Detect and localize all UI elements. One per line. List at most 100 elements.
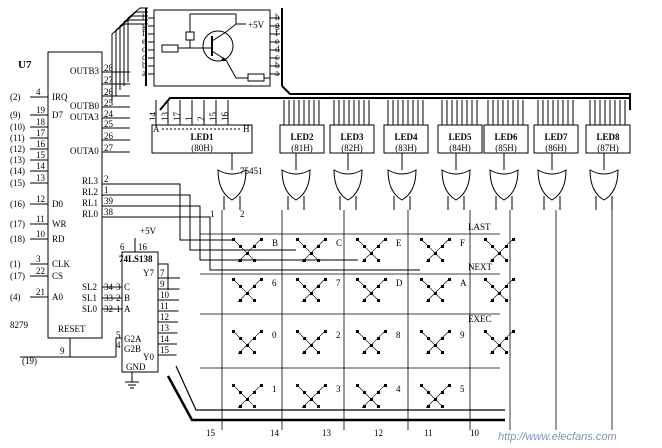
u7-rl-pin: 2 [104,174,109,184]
driver-seg-letter: c [275,52,279,62]
driver-gate [281,169,311,201]
led1-seg-a: A [153,124,160,134]
driver-seg-letter: c [142,52,146,62]
led-address: (86H) [545,143,567,153]
led-name: LED5 [448,132,472,142]
u7-pin-name: A0 [52,292,63,302]
led-7: LED7(86H) [533,100,579,210]
led-3: LED3(82H) [329,100,375,210]
driver-gate [489,169,519,201]
led-4: LED4(83H) [383,100,429,210]
led1-pin-number: 1 [184,117,194,122]
led-name: LED3 [340,132,364,142]
driver-seg-letter: e [275,36,279,46]
u7-pin-net: (17) [10,271,25,281]
u7-designator: U7 [18,59,32,71]
decoder-output-pin: 11 [160,301,169,311]
driver-seg-letter: h [275,12,280,22]
keypad-key-label: D [396,278,403,288]
u7-pin-number: 13 [36,173,46,183]
driver-seg-letter: f [275,28,278,38]
keypad-key-label: 9 [460,330,465,340]
keypad-key-label: 0 [272,330,277,340]
driver-seg-letter: h [142,12,147,22]
u7-pin-name: D0 [52,199,63,209]
led1-pin-number: 17 [172,112,182,122]
led1-seg-h: H [243,124,250,134]
keypad-key-label: F [460,238,465,248]
led-body [533,124,579,154]
bottom-pin-number: 15 [206,428,216,438]
bottom-pin-number: 11 [424,428,433,438]
u7-pin-net: (2) [10,92,21,102]
keypad-key: A [420,278,467,303]
u7-pin-number: 4 [36,87,41,97]
keypad-key-label: LAST [468,222,491,232]
u7-pin-number: 3 [36,254,41,264]
u7-pin-net: (1) [10,259,21,269]
u7-pin-number: 17 [36,128,46,138]
u7-pin-net: (15) [10,178,25,188]
u7-rl-name: RL1 [82,198,98,208]
gate-pin-2: 2 [240,209,245,219]
decoder-output-pin: 13 [160,323,170,333]
driver-vcc: +5V [248,20,265,30]
u7-pin-net: (4) [10,292,21,302]
u7-pin-name: WR [52,219,67,229]
u7-pin-net: (18) [10,234,25,244]
decoder-y0: Y0 [143,352,154,362]
driver-gate [537,169,567,201]
bottom-pin-number: 10 [470,428,480,438]
reset-pin: 9 [60,346,65,356]
driver-seg-letter: d [142,44,147,54]
led-name: LED8 [596,132,620,142]
base-resistor [161,44,179,53]
decoder-enable-pin: 5 [116,330,121,340]
decoder-enable-pin: 4 [116,340,121,350]
keypad-key-label: EXEC [468,314,492,324]
keypad-key: EXEC [468,314,515,355]
led1-pin-number: 13 [160,112,170,122]
keypad-key: LAST [468,222,515,263]
u7-rl-name: RL0 [82,209,99,219]
keypad-key-label: 1 [272,384,277,394]
u7-pin-name: CS [52,271,63,281]
u7-pin-number: 15 [36,150,46,160]
led-body [585,124,631,154]
u7-pin-net: (16) [10,199,25,209]
decoder-input-name: B [124,293,130,303]
keypad-key-label: 2 [336,330,341,340]
driver-seg-letter: f [142,28,145,38]
emitter-resistor [247,73,265,82]
bottom-pin-number: 12 [374,428,383,438]
decoder-output-pin: 12 [160,312,169,322]
decoder-output-pin: 9 [160,279,165,289]
decoder-enable-name: G2B [124,344,141,354]
u7-pin-net: (13) [10,155,25,165]
u7-out-pin-number: 25 [104,119,114,129]
decoder-vcc: +5V [140,226,157,236]
led-address: (80H) [191,143,213,153]
led-address: (87H) [597,143,619,153]
led-5: LED5(84H) [437,100,483,210]
keypad-key-label: 4 [396,384,401,394]
u7-out-pin-number: 27 [104,75,114,85]
u7-out-pin-number: 27 [104,143,114,153]
u7-pin-number: 18 [36,117,46,127]
led-address: (82H) [341,143,363,153]
u7-pin-number: 19 [36,105,46,115]
decoder-input-name: A [124,304,131,314]
decoder-input-pin: 1 [116,304,121,314]
u7-out-pin-name: OUTA3 [70,112,99,122]
u7-pin-net: (9) [10,110,21,120]
keypad-key: 1 [232,384,277,409]
keypad-key: B [232,238,278,263]
u7-reset-label: RESET [58,324,86,334]
gate-pin-1: 1 [210,209,215,219]
led-name: LED6 [494,132,518,142]
